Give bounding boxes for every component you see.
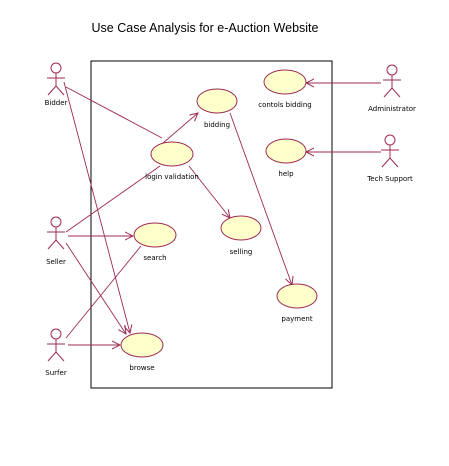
assoc-surfer-search: [65, 245, 142, 339]
actor-label: Bidder: [45, 99, 68, 107]
use-case-search: search: [133, 222, 177, 262]
use-case-bidding: bidding: [196, 88, 238, 129]
use-case-ellipse: [150, 141, 194, 167]
use-case-help: help: [265, 138, 307, 178]
actor-label: Surfer: [45, 369, 67, 377]
actor-head: [384, 134, 396, 146]
use-case-login-validation: login validation: [145, 141, 199, 181]
assoc-login-bidding: [162, 113, 198, 144]
use-case-ellipse: [120, 332, 164, 358]
use-case-label: bidding: [204, 121, 230, 129]
use-case-label: payment: [281, 315, 312, 323]
assoc-seller-login: [65, 165, 161, 233]
actor-legs: [47, 239, 65, 250]
actor-legs: [47, 351, 65, 362]
use-case-label: contols bidding: [258, 101, 312, 109]
actor-head: [50, 62, 62, 74]
use-case-label: selling: [230, 248, 253, 256]
system-boundary: [90, 60, 333, 389]
use-case-label: browse: [129, 364, 154, 372]
use-case-ellipse: [133, 222, 177, 248]
use-case-ellipse: [220, 215, 262, 241]
use-case-controls-bidding: contols bidding: [258, 69, 312, 109]
actor-legs: [47, 85, 65, 96]
actor-administrator: Administrator: [368, 64, 416, 113]
actor-label: Seller: [46, 258, 66, 266]
actor-head: [50, 216, 62, 228]
actor-surfer: Surfer: [45, 328, 67, 377]
actor-label: Tech Support: [366, 175, 413, 183]
use-case-browse: browse: [120, 332, 164, 372]
associations: [63, 81, 381, 345]
actor-label: Administrator: [368, 105, 416, 113]
assoc-bidder-browse: [63, 81, 130, 333]
use-case-ellipse: [263, 69, 307, 95]
actor-seller: Seller: [46, 216, 66, 266]
use-case-selling: selling: [220, 215, 262, 256]
assoc-seller-browse: [65, 242, 126, 334]
actor-legs: [383, 87, 401, 98]
use-case-ellipse: [265, 138, 307, 164]
use-case-ellipse: [276, 283, 318, 309]
actor-head: [50, 328, 62, 340]
actor-legs: [381, 157, 399, 168]
assoc-login-selling: [188, 165, 230, 218]
use-case-label: help: [278, 170, 294, 178]
assoc-bidding-payment: [229, 112, 292, 285]
assoc-bidder-login: [65, 86, 163, 139]
use-case-payment: payment: [276, 283, 318, 323]
actor-bidder: Bidder: [45, 62, 68, 107]
actor-tech-support: Tech Support: [366, 134, 413, 183]
actor-head: [386, 64, 398, 76]
use-case-ellipse: [196, 88, 238, 114]
diagram-title: Use Case Analysis for e-Auction Website: [92, 21, 319, 35]
use-case-label: search: [143, 254, 166, 262]
use-case-label: login validation: [145, 173, 199, 181]
